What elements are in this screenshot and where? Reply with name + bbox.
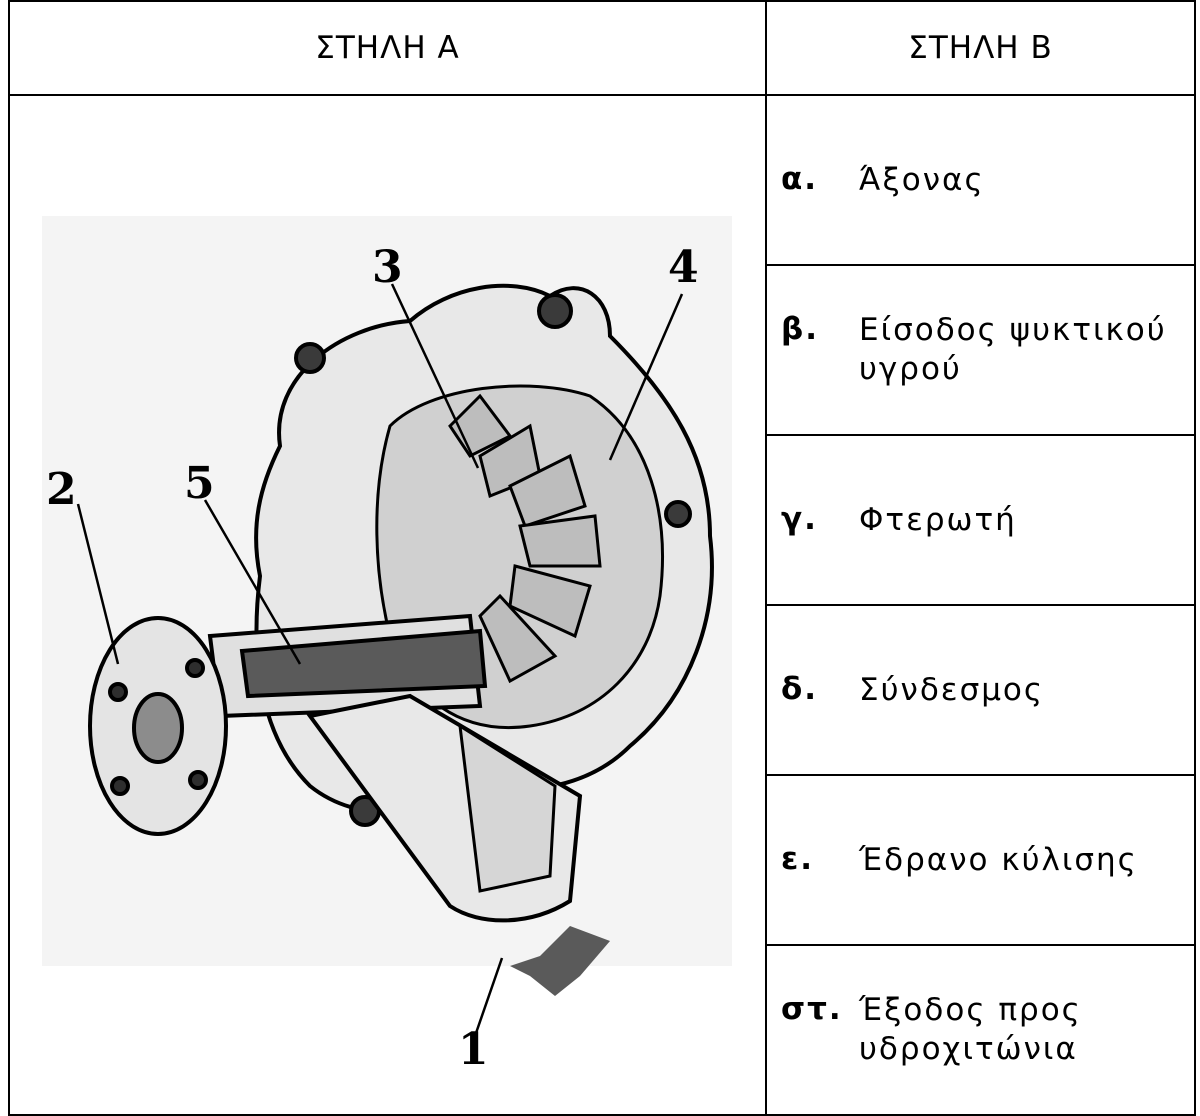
callout-leader-lines bbox=[76, 283, 684, 1037]
callout-1: 1 bbox=[458, 1024, 489, 1075]
matching-table: ΣΤΗΛΗ Α ΣΤΗΛΗ Β bbox=[8, 0, 1196, 1116]
water-pump-drawing: 1 2 3 4 5 bbox=[42, 216, 732, 1075]
option-letter: ε. bbox=[781, 840, 815, 877]
callout-2: 2 bbox=[46, 464, 77, 515]
option-letter: δ. bbox=[781, 670, 819, 707]
option-letter: α. bbox=[781, 160, 819, 197]
outlet-pipe bbox=[306, 693, 583, 923]
pulley-flange bbox=[88, 616, 228, 836]
option-text: Σύνδεσμος bbox=[859, 671, 1045, 708]
option-text: Είσοδος ψυκτικού υγρού bbox=[859, 312, 1167, 387]
callout-5: 5 bbox=[184, 458, 215, 509]
option-letter: στ. bbox=[781, 991, 843, 1028]
column-b-header: ΣΤΗΛΗ Β bbox=[765, 0, 1196, 96]
option-delta: δ. Σύνδεσμος bbox=[765, 604, 1196, 776]
water-pump-figure-cell: 1 2 3 4 5 bbox=[8, 94, 767, 1116]
callout-4: 4 bbox=[668, 242, 699, 293]
option-text: Φτερωτή bbox=[859, 501, 1017, 538]
shaft-housing bbox=[207, 613, 488, 719]
option-stigma: στ. Έξοδος προς υδροχιτώνια bbox=[765, 944, 1196, 1116]
option-epsilon: ε. Έδρανο κύλισης bbox=[765, 774, 1196, 946]
option-text: Έξοδος προς υδροχιτώνια bbox=[859, 992, 1082, 1067]
option-letter: γ. bbox=[781, 500, 818, 537]
option-gamma: γ. Φτερωτή bbox=[765, 434, 1196, 606]
option-text: Άξονας bbox=[859, 161, 985, 198]
option-text: Έδρανο κύλισης bbox=[859, 841, 1138, 878]
callout-3: 3 bbox=[372, 242, 403, 293]
option-letter: β. bbox=[781, 311, 819, 348]
coolant-inflow-arrow bbox=[510, 926, 610, 996]
header-row: ΣΤΗΛΗ Α ΣΤΗΛΗ Β bbox=[8, 0, 1196, 96]
column-a-header: ΣΤΗΛΗ Α bbox=[8, 0, 767, 96]
option-beta: β. Είσοδος ψυκτικού υγρού bbox=[765, 264, 1196, 436]
option-alpha: α. Άξονας bbox=[765, 94, 1196, 266]
